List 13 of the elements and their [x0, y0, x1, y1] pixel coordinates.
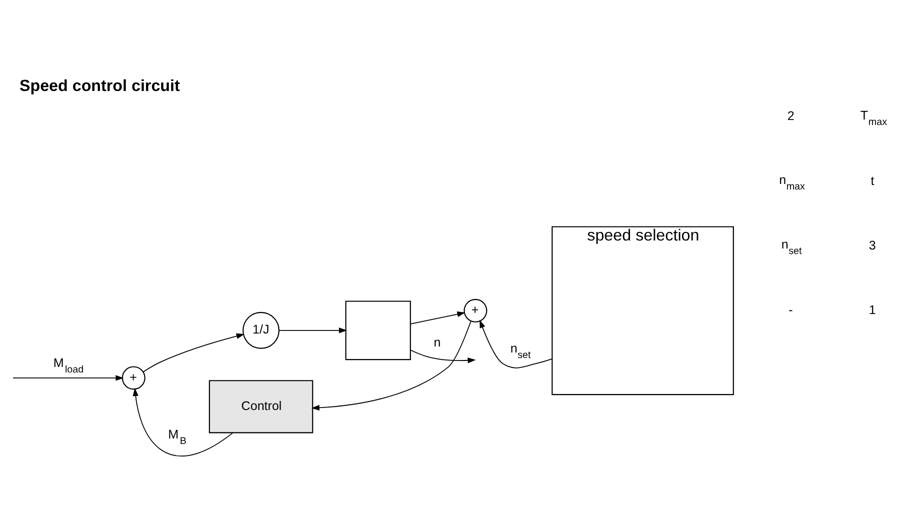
- diagram-title: Speed control circuit: [19, 77, 180, 96]
- edge-label: n: [434, 335, 441, 350]
- edge-label: M$_{load}$: [53, 356, 84, 376]
- label: -: [788, 302, 793, 317]
- edge-label: M$_{B}$: [168, 428, 186, 448]
- label: 1: [868, 302, 876, 317]
- label: n$_{max}$: [779, 172, 805, 192]
- label: 3: [868, 238, 876, 252]
- label: t: [870, 174, 874, 188]
- label: T$_{max}$: [860, 108, 888, 128]
- label: n$_{set}$: [781, 237, 802, 257]
- edge-label: n$_{set}$: [510, 342, 531, 362]
- label: 2: [787, 109, 794, 124]
